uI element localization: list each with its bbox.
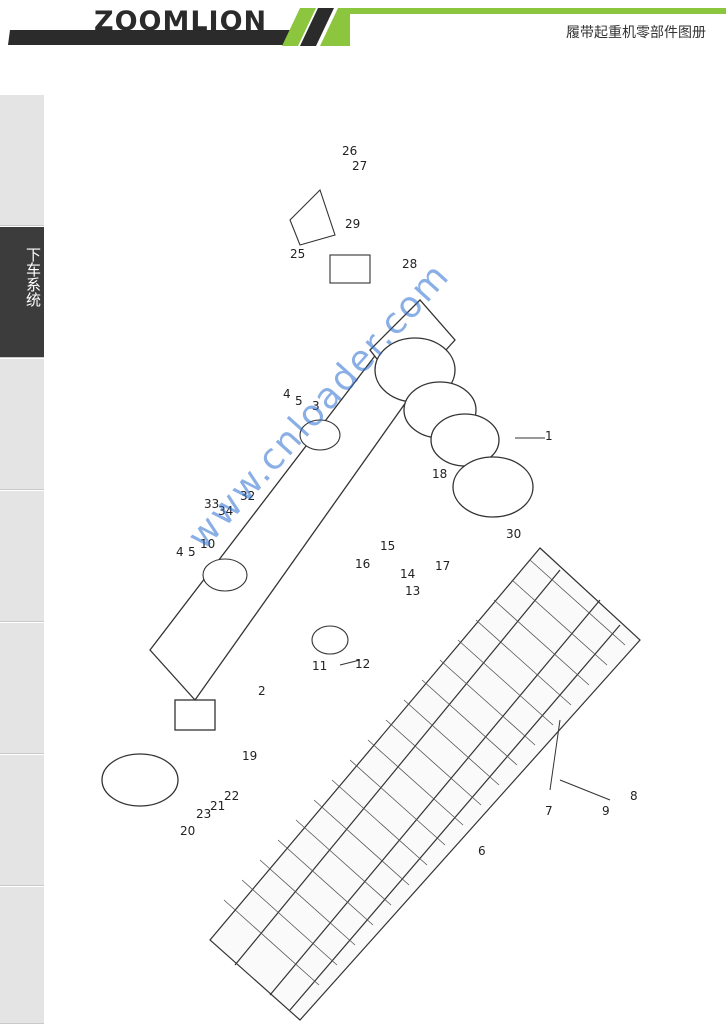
callout-28: 28	[402, 257, 417, 271]
chapter-sidebar: 下车系统	[0, 94, 44, 1024]
callout-6: 6	[478, 844, 486, 858]
callout-26: 26	[342, 144, 357, 158]
callout-1: 1	[545, 429, 553, 443]
callout-17: 17	[435, 559, 450, 573]
callout-29: 29	[345, 217, 360, 231]
leader-lines	[339, 437, 611, 801]
header-band	[8, 8, 726, 46]
callout-23: 23	[196, 807, 211, 821]
callout-15: 15	[380, 539, 395, 553]
callout-3: 3	[312, 399, 320, 413]
diagram-svg: 1 2 3 4 5 6 7 8 9 10 11 12 13 14 15 16 1…	[101, 144, 641, 1021]
callout-5: 5	[295, 394, 303, 408]
callout-2: 2	[258, 684, 266, 698]
callout-9: 9	[602, 804, 610, 818]
callout-25: 25	[290, 247, 305, 261]
page-title: 履带起重机零部件图册	[566, 25, 706, 41]
callout-19: 19	[242, 749, 257, 763]
callout-12: 12	[355, 657, 370, 671]
callout-14: 14	[400, 567, 415, 581]
callout-11: 11	[312, 659, 327, 673]
callout-34: 34	[218, 504, 233, 518]
crawler-track-assembly	[209, 547, 641, 1021]
callout-7: 7	[545, 804, 553, 818]
motor-and-cover	[202, 188, 371, 655]
callout-21: 21	[210, 799, 225, 813]
brand-logo: ZOOMLION	[94, 6, 268, 37]
callout-33: 33	[204, 497, 219, 511]
callout-4: 4	[283, 387, 291, 401]
callout-8: 8	[630, 789, 638, 803]
callout-5b: 5	[188, 545, 196, 559]
callout-30: 30	[506, 527, 521, 541]
chapter-tab-4[interactable]	[0, 490, 44, 622]
callout-4b: 4	[176, 545, 184, 559]
callout-labels: 1 2 3 4 5 6 7 8 9 10 11 12 13 14 15 16 1…	[176, 144, 638, 858]
exploded-parts-diagram: 1 2 3 4 5 6 7 8 9 10 11 12 13 14 15 16 1…	[44, 52, 726, 1024]
callout-22: 22	[224, 789, 239, 803]
callout-13: 13	[405, 584, 420, 598]
callout-10: 10	[200, 537, 215, 551]
page-header: ZOOMLION 履带起重机零部件图册	[0, 0, 726, 52]
callout-20: 20	[180, 824, 195, 838]
callout-16: 16	[355, 557, 370, 571]
chapter-tab-3[interactable]	[0, 358, 44, 490]
track-shoes	[223, 559, 626, 986]
chapter-tab-5[interactable]	[0, 622, 44, 754]
chapter-tab-7[interactable]	[0, 886, 44, 1024]
callout-27: 27	[352, 159, 367, 173]
callout-18: 18	[432, 467, 447, 481]
chapter-tab-1[interactable]	[0, 94, 44, 226]
chapter-tab-label: 下车系统	[24, 247, 42, 307]
callout-32: 32	[240, 489, 255, 503]
chapter-tab-6[interactable]	[0, 754, 44, 886]
chapter-tab-undercarriage[interactable]: 下车系统	[0, 226, 44, 358]
